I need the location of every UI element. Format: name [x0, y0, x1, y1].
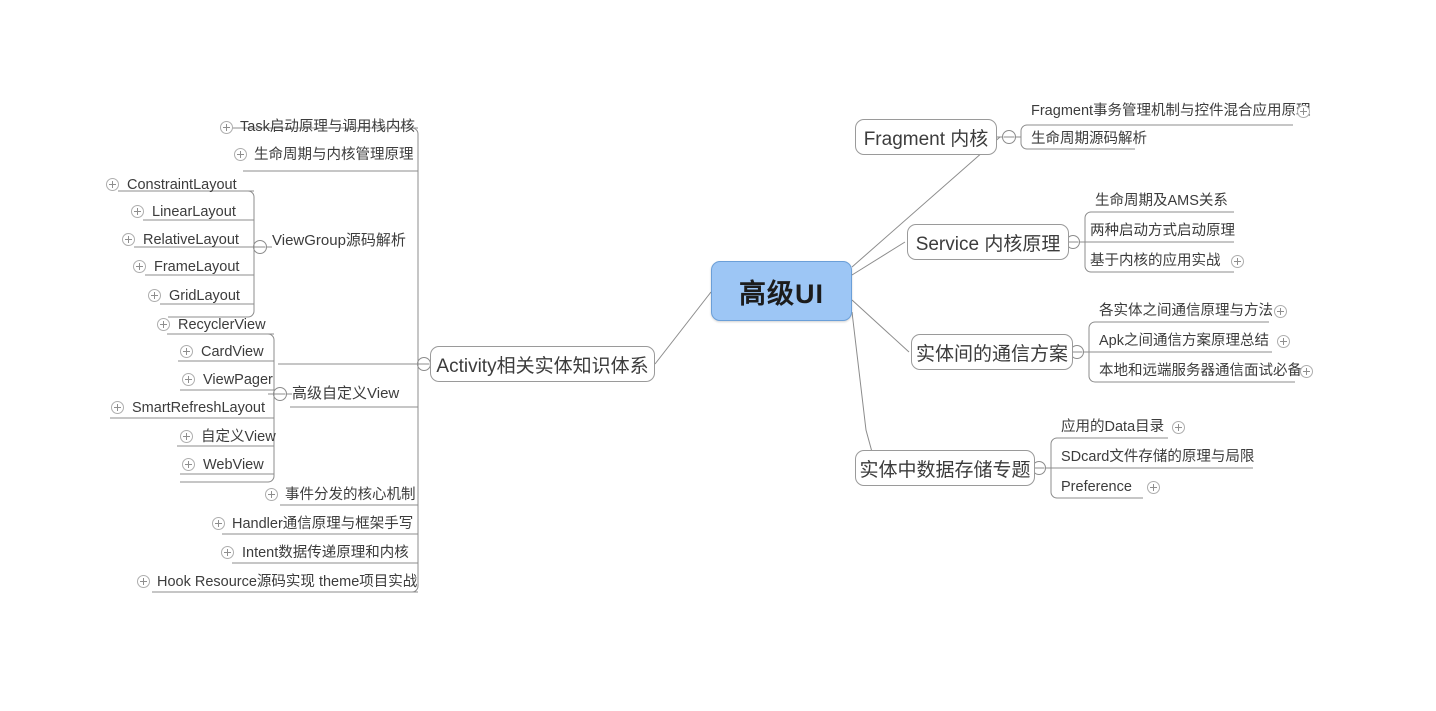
leaf-label: WebView [203, 457, 264, 474]
leaf-item[interactable]: GridLayout [169, 286, 240, 306]
branch-node-service[interactable]: Service 内核原理 [907, 224, 1069, 260]
leaf-item[interactable]: Hook Resource源码实现 theme项目实战 [157, 572, 417, 592]
leaf-item[interactable]: 生命周期源码解析 [1031, 129, 1147, 149]
plus-circle-icon[interactable] [182, 373, 195, 386]
leaf-item[interactable]: RecyclerView [178, 315, 266, 335]
root-node[interactable]: 高级UI [711, 261, 852, 321]
subbranch-label: 高级自定义View [292, 385, 400, 403]
plus-circle-icon[interactable] [182, 458, 195, 471]
leaf-item[interactable]: Intent数据传递原理和内核 [242, 543, 409, 563]
leaf-label: 应用的Data目录 [1061, 419, 1165, 436]
leaf-item[interactable]: Fragment事务管理机制与控件混合应用原理 [1031, 101, 1311, 121]
leaf-label: RelativeLayout [143, 232, 239, 249]
plus-circle-icon[interactable] [148, 289, 161, 302]
leaf-label: Fragment事务管理机制与控件混合应用原理 [1031, 103, 1311, 120]
plus-circle-icon[interactable] [180, 345, 193, 358]
leaf-item[interactable]: RelativeLayout [143, 230, 239, 250]
leaf-item[interactable]: 两种启动方式启动原理 [1090, 221, 1235, 241]
branch-node-data-storage[interactable]: 实体中数据存储专题 [855, 450, 1035, 486]
branch-node-entity-comm[interactable]: 实体间的通信方案 [911, 334, 1073, 370]
leaf-label: LinearLayout [152, 204, 236, 221]
leaf-label: Preference [1061, 479, 1132, 496]
leaf-label: Intent数据传递原理和内核 [242, 545, 409, 562]
subbranch-custom-view[interactable]: 高级自定义View [292, 384, 399, 404]
leaf-label: Task启动原理与调用栈内核 [240, 119, 415, 136]
leaf-item[interactable]: WebView [203, 455, 264, 475]
leaf-label: Handler通信原理与框架手写 [232, 516, 414, 533]
leaf-label: Hook Resource源码实现 theme项目实战 [157, 574, 418, 591]
branch-label: 实体中数据存储专题 [859, 459, 1031, 481]
plus-circle-icon[interactable] [1172, 421, 1185, 434]
leaf-item[interactable]: Task启动原理与调用栈内核 [240, 117, 415, 137]
leaf-item[interactable]: CardView [201, 342, 264, 362]
plus-circle-icon[interactable] [137, 575, 150, 588]
subbranch-viewgroup[interactable]: ViewGroup源码解析 [272, 231, 406, 251]
plus-circle-icon[interactable] [265, 488, 278, 501]
plus-circle-icon[interactable] [122, 233, 135, 246]
leaf-label: Apk之间通信方案原理总结 [1099, 333, 1269, 350]
plus-circle-icon[interactable] [1297, 105, 1310, 118]
leaf-item[interactable]: ConstraintLayout [127, 175, 237, 195]
leaf-item[interactable]: 基于内核的应用实战 [1090, 251, 1221, 271]
leaf-item[interactable]: 生命周期及AMS关系 [1095, 191, 1228, 211]
branch-node-fragment[interactable]: Fragment 内核 [855, 119, 997, 155]
leaf-label: ViewPager [203, 372, 273, 389]
leaf-item[interactable]: LinearLayout [152, 202, 236, 222]
leaf-label: 自定义View [201, 429, 276, 446]
plus-circle-icon[interactable] [1231, 255, 1244, 268]
leaf-label: 生命周期与内核管理原理 [254, 147, 414, 164]
leaf-label: 事件分发的核心机制 [285, 487, 416, 504]
leaf-label: 两种启动方式启动原理 [1090, 223, 1235, 240]
plus-circle-icon[interactable] [157, 318, 170, 331]
leaf-item[interactable]: ViewPager [203, 370, 273, 390]
leaf-label: SDcard文件存储的原理与局限 [1061, 449, 1255, 466]
leaf-label: 本地和远端服务器通信面试必备 [1099, 363, 1302, 380]
leaf-label: 各实体之间通信原理与方法 [1099, 303, 1273, 320]
plus-circle-icon[interactable] [234, 148, 247, 161]
leaf-item[interactable]: FrameLayout [154, 257, 239, 277]
leaf-item[interactable]: Handler通信原理与框架手写 [232, 514, 413, 534]
leaf-item[interactable]: SmartRefreshLayout [132, 398, 265, 418]
leaf-label: CardView [201, 344, 264, 361]
leaf-label: FrameLayout [154, 259, 240, 276]
leaf-label: RecyclerView [178, 317, 266, 334]
leaf-item[interactable]: 本地和远端服务器通信面试必备 [1099, 361, 1302, 381]
subbranch-label: ViewGroup源码解析 [272, 232, 406, 250]
leaf-label: 基于内核的应用实战 [1090, 253, 1221, 270]
leaf-item[interactable]: 生命周期与内核管理原理 [254, 145, 414, 165]
plus-circle-icon[interactable] [1300, 365, 1313, 378]
plus-circle-icon[interactable] [1277, 335, 1290, 348]
leaf-label: GridLayout [169, 288, 240, 305]
leaf-item[interactable]: Apk之间通信方案原理总结 [1099, 331, 1269, 351]
root-label: 高级UI [739, 278, 824, 309]
leaf-item[interactable]: 应用的Data目录 [1061, 417, 1164, 437]
leaf-label: 生命周期源码解析 [1031, 131, 1147, 148]
branch-label: Activity相关实体知识体系 [436, 355, 649, 377]
plus-circle-icon[interactable] [180, 430, 193, 443]
leaf-item[interactable]: SDcard文件存储的原理与局限 [1061, 447, 1254, 467]
plus-circle-icon[interactable] [1147, 481, 1160, 494]
leaf-item[interactable]: 自定义View [201, 427, 276, 447]
plus-circle-icon[interactable] [106, 178, 119, 191]
leaf-item[interactable]: 各实体之间通信原理与方法 [1099, 301, 1273, 321]
branch-label: 实体间的通信方案 [916, 343, 1069, 365]
plus-circle-icon[interactable] [212, 517, 225, 530]
leaf-label: SmartRefreshLayout [132, 400, 265, 417]
plus-circle-icon[interactable] [111, 401, 124, 414]
leaf-label: ConstraintLayout [127, 177, 237, 194]
leaf-item[interactable]: 事件分发的核心机制 [285, 485, 416, 505]
leaf-label: 生命周期及AMS关系 [1095, 193, 1228, 210]
plus-circle-icon[interactable] [221, 546, 234, 559]
plus-circle-icon[interactable] [133, 260, 146, 273]
plus-circle-icon[interactable] [1274, 305, 1287, 318]
branch-label: Service 内核原理 [915, 233, 1061, 255]
plus-circle-icon[interactable] [220, 121, 233, 134]
plus-circle-icon[interactable] [131, 205, 144, 218]
branch-node-activity[interactable]: Activity相关实体知识体系 [430, 346, 655, 382]
branch-label: Fragment 内核 [863, 128, 989, 150]
leaf-item[interactable]: Preference [1061, 477, 1132, 497]
